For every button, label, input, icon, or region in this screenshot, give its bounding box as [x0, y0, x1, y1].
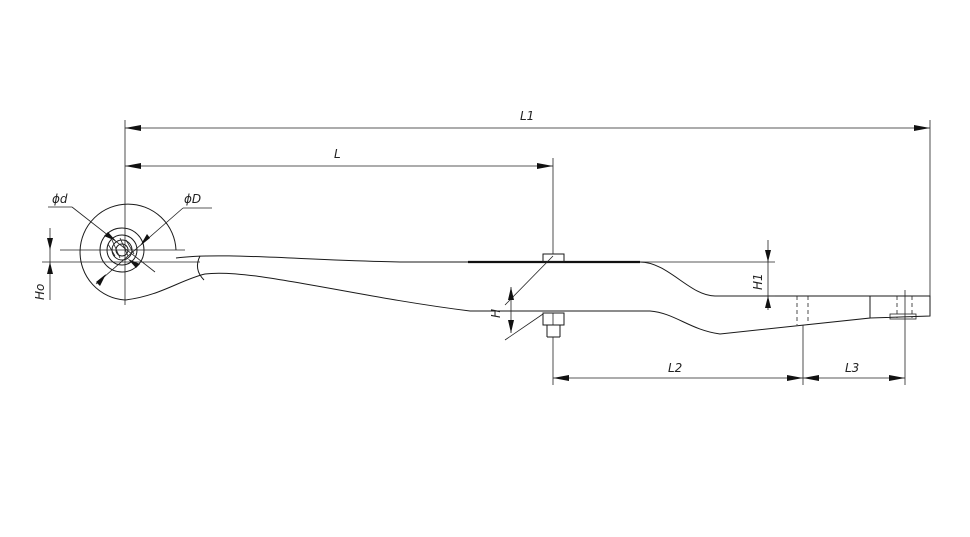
label-L3: L3 [845, 361, 859, 375]
label-L: L [334, 147, 341, 161]
label-phi-D: ϕD [184, 192, 201, 206]
label-L2: L2 [668, 361, 682, 375]
leaf-body [124, 255, 931, 335]
dim-L: L [125, 147, 554, 254]
spring-eye [79, 203, 177, 301]
label-L1: L1 [520, 109, 534, 123]
dim-Ho: Ho [33, 228, 200, 300]
label-Ho: Ho [33, 284, 47, 300]
label-H1: H1 [751, 273, 765, 290]
center-bolt [542, 253, 565, 338]
dim-eye-diameters: ϕd ϕD [48, 192, 212, 286]
dim-H1: H1 [640, 240, 775, 310]
label-H: H [489, 309, 503, 318]
label-phi-d: ϕd [52, 192, 68, 206]
dim-L1: L1 [124, 109, 931, 296]
dim-H: H [489, 255, 554, 341]
dim-L2-L3: L2 L3 [552, 290, 906, 385]
